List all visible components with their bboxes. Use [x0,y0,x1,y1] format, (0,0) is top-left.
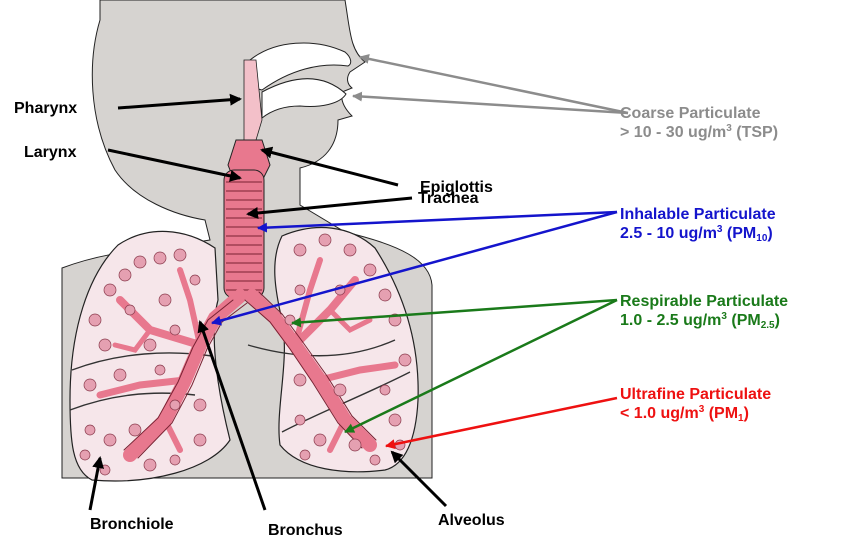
respirable-range-line: 1.0 - 2.5 ug/m3 (PM2.5) [620,311,788,330]
label-trachea: Trachea [418,190,478,208]
label-alveolus: Alveolus [438,512,505,530]
coarse-range-line: > 10 - 30 ug/m3 (TSP) [620,123,778,142]
label-bronchiole: Bronchiole [90,516,174,534]
respirable-name: Respirable Particulate [620,292,788,311]
category-coarse: Coarse Particulate > 10 - 30 ug/m3 (TSP) [620,104,778,142]
category-ultrafine: Ultrafine Particulate < 1.0 ug/m3 (PM1) [620,385,771,423]
coarse-arrows [353,57,628,113]
category-respirable: Respirable Particulate 1.0 - 2.5 ug/m3 (… [620,292,788,330]
coarse-name: Coarse Particulate [620,104,778,123]
ultrafine-range-line: < 1.0 ug/m3 (PM1) [620,404,771,423]
category-inhalable: Inhalable Particulate 2.5 - 10 ug/m3 (PM… [620,205,776,243]
trachea [224,140,270,298]
inhalable-name: Inhalable Particulate [620,205,776,224]
ultrafine-name: Ultrafine Particulate [620,385,771,404]
inhalable-range-line: 2.5 - 10 ug/m3 (PM10) [620,224,776,243]
label-pharynx: Pharynx [14,100,77,118]
label-bronchus: Bronchus [268,522,343,539]
label-larynx: Larynx [24,144,76,162]
